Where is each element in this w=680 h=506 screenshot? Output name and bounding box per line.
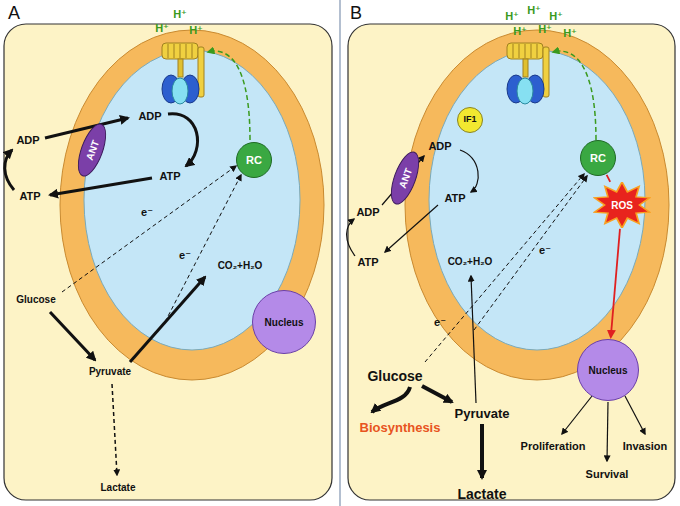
- nucleus: Nucleus: [577, 339, 639, 401]
- metabolite: ATP: [357, 256, 378, 269]
- outcome-label: Proliferation: [521, 440, 586, 453]
- electron: e⁻: [179, 249, 191, 262]
- metabolite: ADP: [428, 140, 451, 153]
- proton: H⁺: [549, 10, 563, 23]
- metabolite: Lactate: [457, 486, 506, 502]
- proton: H⁺: [155, 22, 169, 35]
- node-text: IF1: [463, 115, 476, 125]
- proton: H⁺: [173, 8, 187, 21]
- metabolite: Glucose: [16, 294, 55, 306]
- panel-letter: B: [350, 3, 362, 24]
- electron: e⁻: [141, 206, 153, 219]
- proton: H⁺: [563, 27, 577, 40]
- transporter-ant: ANT: [72, 120, 112, 180]
- metabolite: Glucose: [367, 368, 422, 384]
- metabolite: ATP: [19, 190, 40, 203]
- metabolite: Pyruvate: [455, 407, 510, 422]
- node-text: ANT: [83, 138, 100, 161]
- node-text: ANT: [396, 166, 413, 189]
- metabolite: ADP: [138, 110, 161, 123]
- metabolite: CO₂+H₂O: [218, 260, 263, 272]
- outcome-label: Invasion: [623, 440, 668, 453]
- respiratory-chain: RC: [236, 142, 272, 178]
- process-label: Biosynthesis: [360, 421, 441, 436]
- nucleus: Nucleus: [252, 290, 316, 354]
- proton: H⁺: [527, 4, 541, 17]
- signal-arrow: [607, 175, 611, 182]
- proton: H⁺: [189, 24, 203, 37]
- node-text: ROS: [611, 200, 633, 211]
- metabolite: ATP: [444, 192, 465, 205]
- node-text: RC: [246, 154, 262, 166]
- metabolite: Lactate: [100, 482, 135, 494]
- metabolite: Pyruvate: [89, 366, 131, 378]
- metabolite: CO₂+H₂O: [448, 256, 493, 268]
- electron: e⁻: [539, 244, 551, 257]
- metabolite: ATP: [159, 170, 180, 183]
- proton: H⁺: [538, 23, 552, 36]
- proton: H⁺: [513, 25, 527, 38]
- node-text: Nucleus: [265, 317, 304, 328]
- panel-letter: A: [8, 3, 20, 24]
- signal-arrow: [611, 229, 620, 337]
- transporter-ant: ANT: [385, 148, 425, 208]
- respiratory-chain: RC: [580, 140, 616, 176]
- outcome-label: Survival: [586, 468, 629, 481]
- node-text: RC: [590, 152, 606, 164]
- electron: e⁻: [434, 316, 446, 329]
- proton: H⁺: [505, 10, 519, 23]
- metabolite: ADP: [16, 134, 39, 147]
- inhibitor-if1: IF1: [457, 107, 483, 133]
- metabolite: ADP: [356, 206, 379, 219]
- node-text: Nucleus: [589, 365, 628, 376]
- ros-burst: ROS: [593, 182, 651, 228]
